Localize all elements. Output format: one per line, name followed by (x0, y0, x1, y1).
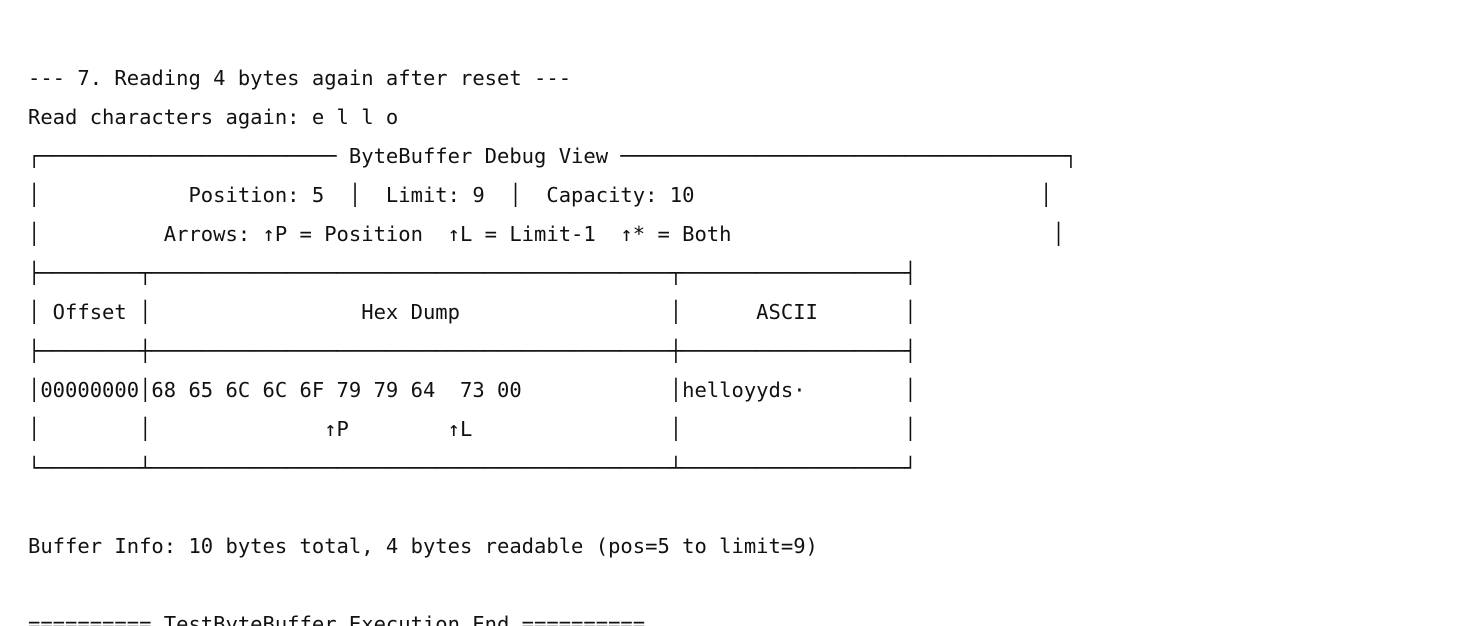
table-data-row: │00000000│68 65 6C 6C 6F 79 79 64 73 00 … (28, 378, 917, 402)
blank-line-2 (28, 566, 1077, 605)
read-characters-line: Read characters again: e l l o (28, 105, 399, 129)
execution-end-line: ========== TestByteBuffer Execution End … (28, 612, 646, 626)
blank-line-1 (28, 488, 1077, 527)
buffer-info-line: Buffer Info: 10 bytes total, 4 bytes rea… (28, 534, 818, 558)
section-header-line: --- 7. Reading 4 bytes again after reset… (28, 66, 572, 90)
table-arrow-marker-row: │ │ ↑P ↑L │ │ (28, 417, 917, 441)
table-separator-top: ├────────┬──────────────────────────────… (28, 261, 917, 285)
console-output-text: --- 7. Reading 4 bytes again after reset… (28, 20, 1077, 626)
table-separator-mid: ├────────┼──────────────────────────────… (28, 339, 917, 363)
debug-view-top-border: ┌──────────────────────── ByteBuffer Deb… (28, 144, 1078, 168)
debug-view-stats-line: │ Position: 5 │ Limit: 9 │ Capacity: 10 … (28, 183, 1053, 207)
debug-view-legend-line: │ Arrows: ↑P = Position ↑L = Limit-1 ↑* … (28, 222, 1065, 246)
table-separator-bottom: └────────┴──────────────────────────────… (28, 456, 917, 480)
table-header-row: │ Offset │ Hex Dump │ ASCII │ (28, 300, 917, 324)
